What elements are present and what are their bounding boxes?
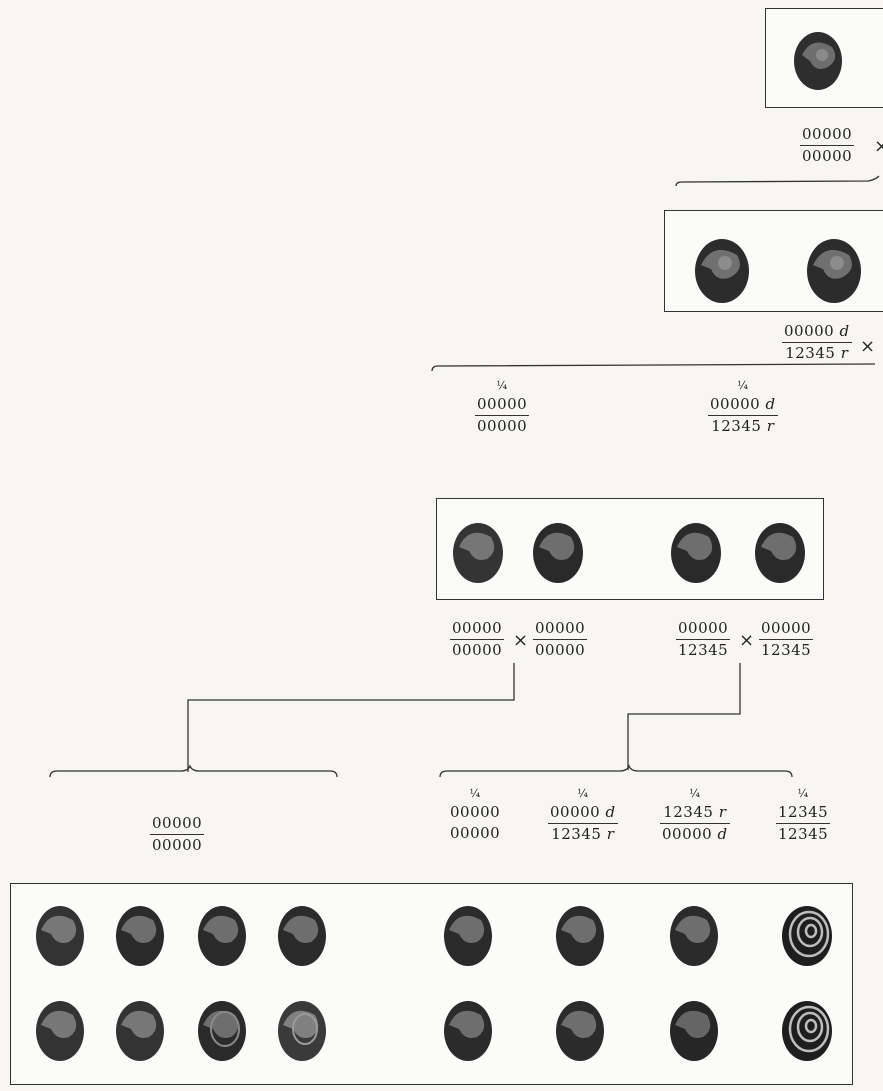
allele-letter: r <box>840 344 849 363</box>
panel-f1 <box>664 210 883 312</box>
brace-f1 <box>431 363 876 372</box>
fraction-denominator: 00000 <box>475 414 530 435</box>
snail-shell-icon <box>116 906 164 966</box>
fraction-numerator: 00000 <box>452 619 503 637</box>
fraction-denominator: 12345 r <box>782 342 852 362</box>
fraction-denominator: 12345 <box>759 639 814 660</box>
brace-p1 <box>675 175 880 187</box>
fraction-denominator: 12345 r <box>548 822 618 843</box>
banded-snail-shell-icon <box>782 1001 832 1061</box>
snail-shell-icon <box>453 523 503 583</box>
snail-shell-icon <box>671 523 721 583</box>
fraction-denominator: 00000 <box>800 145 855 166</box>
quarter-label: ¼ <box>577 787 589 800</box>
snail-shell-icon <box>755 523 805 583</box>
times-symbol: × <box>739 630 755 651</box>
fraction-denominator: 00000 <box>150 834 205 855</box>
fraction-f2-left: ¼ 00000 00000 <box>475 379 530 435</box>
fraction-f3-right-2: ¼ 00000 d 12345 r <box>548 787 618 843</box>
fraction-numerator: 12345 <box>778 802 829 821</box>
banded-snail-shell-icon <box>782 906 832 966</box>
brace-f3-left <box>49 764 338 778</box>
fraction-denominator: 00000 <box>450 823 501 842</box>
snail-shell-icon <box>278 1001 326 1061</box>
fraction-f3-right-1: ¼ 00000 00000 <box>448 787 502 842</box>
connector-f2-right <box>627 663 741 770</box>
allele-letter: d <box>765 394 776 413</box>
fraction-denominator: 00000 <box>450 639 505 660</box>
fraction-numerator: 00000 d <box>784 322 850 340</box>
snail-shell-icon <box>278 906 326 966</box>
allele-letter: d <box>717 824 728 843</box>
brace-f3-right <box>439 764 793 778</box>
fraction-numerator: 00000 <box>450 802 501 821</box>
fraction-numerator: 00000 d <box>550 802 616 821</box>
snail-shell-icon <box>670 906 718 966</box>
snail-shell-icon <box>36 1001 84 1061</box>
snail-shell-icon <box>444 906 492 966</box>
quarter-label: ¼ <box>469 787 481 800</box>
snail-shell-icon <box>198 906 246 966</box>
fraction-f2-cross-right-b: 00000 12345 <box>759 619 814 660</box>
snail-shell-icon <box>116 1001 164 1061</box>
snail-shell-icon <box>556 906 604 966</box>
times-symbol: × <box>860 336 876 357</box>
fraction-f3-left: 00000 00000 <box>150 814 205 855</box>
panel-f2 <box>436 498 824 600</box>
fraction-denominator: 00000 d <box>660 822 730 843</box>
panel-p1 <box>765 8 883 108</box>
panel-f3 <box>10 883 853 1085</box>
snail-shell-icon <box>444 1001 492 1061</box>
allele-letter: r <box>718 802 727 821</box>
fraction-denominator: 12345 <box>776 822 831 843</box>
fraction-denominator: 12345 <box>676 639 731 660</box>
snail-shell-icon <box>198 1001 246 1061</box>
fraction-f2-cross-right-a: 00000 12345 <box>676 619 731 660</box>
fraction-denominator: 00000 <box>533 639 588 660</box>
fraction-f3-right-4: ¼ 12345 12345 <box>776 787 831 843</box>
fraction-numerator: 00000 <box>761 619 812 637</box>
allele-letter: r <box>766 416 775 435</box>
allele-letter: r <box>606 824 615 843</box>
snail-shell-icon <box>533 523 583 583</box>
snail-shell-icon <box>670 1001 718 1061</box>
snail-shell-icon <box>794 32 842 90</box>
snail-shell-icon <box>36 906 84 966</box>
snail-shell-icon <box>556 1001 604 1061</box>
fraction-numerator: 12345 r <box>663 802 727 821</box>
allele-letter: d <box>839 322 850 340</box>
quarter-label: ¼ <box>737 379 749 392</box>
fraction-numerator: 00000 d <box>710 394 776 413</box>
allele-letter: d <box>605 802 616 821</box>
fraction-numerator: 00000 <box>535 619 586 637</box>
fraction-p1: 00000 00000 <box>800 125 855 166</box>
fraction-f1: 00000 d 12345 r <box>782 322 852 363</box>
fraction-f2-cross-left-b: 00000 00000 <box>533 619 588 660</box>
connector-f2-left <box>187 663 515 772</box>
fraction-numerator: 00000 <box>477 394 528 413</box>
snail-shell-icon <box>695 239 749 303</box>
times-symbol: × <box>874 136 883 157</box>
fraction-f3-right-3: ¼ 12345 r 00000 d <box>660 787 730 843</box>
fraction-numerator: 00000 <box>678 619 729 637</box>
quarter-label: ¼ <box>797 787 809 800</box>
times-symbol: × <box>513 630 529 651</box>
fraction-f2-cross-left-a: 00000 00000 <box>450 619 505 660</box>
fraction-numerator: 00000 <box>152 814 203 832</box>
quarter-label: ¼ <box>496 379 508 392</box>
quarter-label: ¼ <box>689 787 701 800</box>
snail-shell-icon <box>807 239 861 303</box>
fraction-f2-right: ¼ 00000 d 12345 r <box>708 379 778 435</box>
fraction-denominator: 12345 r <box>708 414 778 435</box>
fraction-numerator: 00000 <box>802 125 853 143</box>
